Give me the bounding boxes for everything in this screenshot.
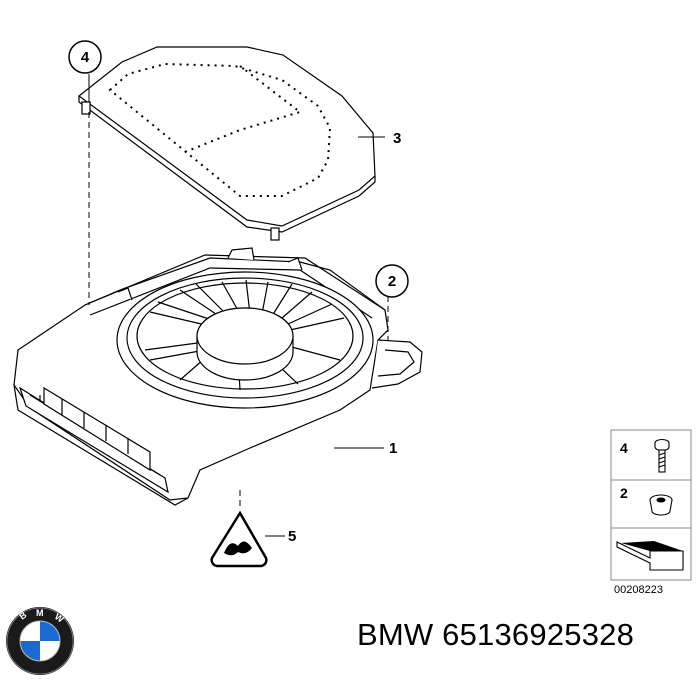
assembly-lines [88, 112, 389, 510]
svg-text:M: M [36, 608, 44, 618]
arrow-icon [616, 541, 684, 571]
speaker-cover-plate [78, 46, 376, 233]
callout-3-label: 3 [393, 130, 401, 147]
callout-5-label: 5 [288, 528, 296, 545]
reference-code: 00208223 [614, 584, 663, 596]
svg-text:B: B [17, 609, 28, 621]
warning-triangle-label [210, 510, 268, 568]
part-number-caption: BMW 65136925328 [357, 617, 635, 652]
leader-lines [88, 74, 385, 537]
front-vent-grill [13, 384, 189, 506]
callout-4: 4 [68, 40, 102, 74]
nut-icon [649, 494, 673, 516]
legend-number-nut: 2 [620, 485, 628, 501]
screw-icon [654, 438, 670, 473]
bmw-logo: B M W [6, 607, 74, 675]
plate-mounting-pins [81, 101, 280, 241]
legend-number-screw: 4 [620, 440, 628, 456]
fastener-legend: 4 2 00208223 [610, 429, 692, 596]
callout-2: 2 [375, 264, 409, 298]
callout-1-label: 1 [389, 440, 397, 457]
housing-top-tab [117, 247, 303, 301]
callout-2-label: 2 [388, 273, 396, 290]
woofer [116, 271, 374, 409]
callout-4-label: 4 [81, 49, 90, 66]
